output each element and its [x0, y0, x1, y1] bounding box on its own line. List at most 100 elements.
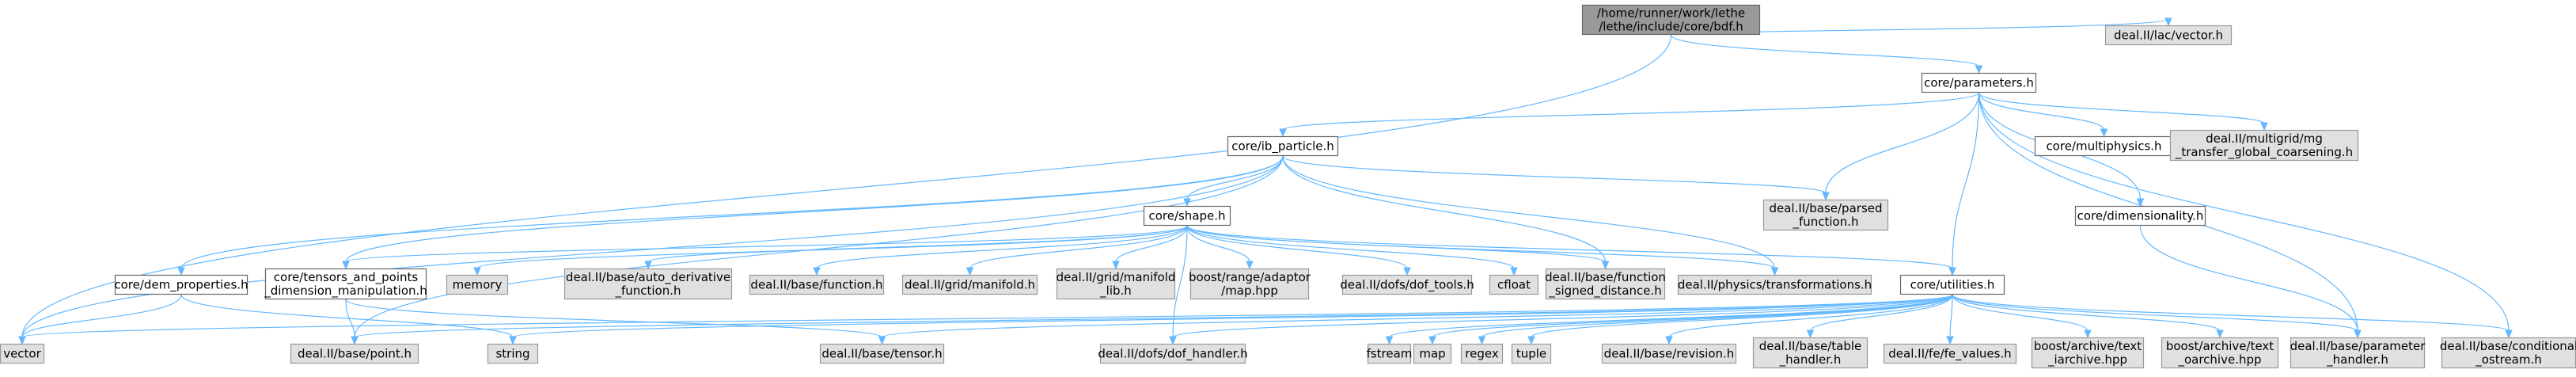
node-manifold-lib: deal.II/grid/manifold_lib.h	[1057, 268, 1175, 300]
node-box	[290, 343, 419, 364]
edge-utilities-to-fstream	[1388, 294, 1953, 338]
node-auto-derivative: deal.II/base/auto_derivative_function.h	[563, 268, 733, 300]
node-point: deal.II/base/point.h	[290, 343, 419, 364]
node-bdf[interactable]: /home/runner/work/lethe/lethe/include/co…	[1581, 4, 1761, 36]
node-label-line: _transfer_global_coarsening.h	[2175, 145, 2353, 160]
node-map: map	[1413, 343, 1452, 364]
node-box	[1899, 274, 2005, 295]
edge-shape-to-range_adaptor	[1186, 225, 1250, 263]
node-range-adaptor: boost/range/adaptor/map.hpp	[1189, 268, 1311, 300]
node-regex: regex	[1460, 343, 1504, 364]
node-table-handler: deal.II/base/table_handler.h	[1752, 337, 1868, 369]
node-box	[1413, 343, 1452, 364]
edge-arrowhead-utilities-to-tensor	[878, 336, 886, 345]
edge-dem_properties-to-string	[180, 294, 514, 338]
node-dem-properties[interactable]: core/dem_properties.h	[114, 274, 248, 295]
edge-parameters-to-utilities	[1952, 92, 1980, 269]
edge-arrowhead-parameters-to-dimensionality	[2136, 198, 2145, 208]
edge-arrowhead-shape-to-range_adaptor	[1246, 261, 1254, 270]
edge-utilities-to-point	[354, 294, 1953, 338]
node-cfloat: cfloat	[1489, 274, 1539, 295]
node-label-line: core/multiphysics.h	[2046, 139, 2161, 154]
edge-shape-to-memory	[476, 225, 1188, 269]
edge-shape-to-tensors_points	[345, 225, 1188, 263]
node-label-line: core/parameters.h	[1924, 76, 2034, 90]
node-box	[1489, 274, 1539, 295]
node-dof-handler: deal.II/dofs/dof_handler.h	[1098, 343, 1248, 364]
node-tensor: deal.II/base/tensor.h	[819, 343, 945, 364]
node-box	[2074, 205, 2206, 227]
node-box	[1099, 343, 1246, 364]
edge-utilities-to-text_oarchive	[1952, 294, 2221, 332]
node-box	[563, 268, 733, 300]
node-box	[446, 274, 509, 295]
edge-shape-to-manifold_lib	[1115, 225, 1188, 263]
edge-arrowhead-shape-to-cfloat	[1510, 267, 1518, 276]
node-base-function: deal.II/base/function.h	[749, 274, 885, 295]
edge-ib_particle-to-transformations	[1282, 155, 1776, 269]
edge-dimensionality-to-parameter_handler	[2139, 225, 2358, 332]
node-label-line: deal.II/dofs/dof_handler.h	[1098, 347, 1247, 362]
node-parsed-function: deal.II/base/parsed_function.h	[1762, 199, 1889, 231]
node-label-line: boost/archive/text	[2034, 339, 2142, 353]
edge-ib_particle-to-parsed_function	[1282, 155, 1827, 194]
edge-arrowhead-utilities-to-regex	[1478, 336, 1486, 345]
edge-arrowhead-utilities-to-map	[1428, 336, 1436, 345]
edge-arrowhead-utilities-to-table_handler	[1806, 329, 1815, 339]
node-box	[1883, 343, 2017, 364]
node-label-line: deal.II/base/auto_derivative	[566, 270, 730, 285]
edge-arrowhead-utilities-to-tuple	[1527, 336, 1535, 345]
node-multiphysics[interactable]: core/multiphysics.h	[2034, 135, 2174, 157]
edge-arrowhead-shape-to-signed_distance	[1601, 261, 1610, 270]
node-parameters[interactable]: core/parameters.h	[1921, 72, 2037, 93]
edge-utilities-to-revision	[1668, 294, 1953, 338]
node-memory: memory	[446, 274, 509, 295]
edge-bdf-to-parameters	[1670, 34, 1980, 67]
edge-shape-to-dof_tools	[1186, 225, 1408, 269]
node-box	[2034, 135, 2174, 157]
node-ib-particle[interactable]: core/ib_particle.h	[1227, 135, 1339, 157]
edge-utilities-to-parameter_handler	[1952, 294, 2358, 332]
node-label-line: _handler.h	[2326, 352, 2388, 367]
node-utilities[interactable]: core/utilities.h	[1899, 274, 2005, 295]
edge-arrowhead-shape-to-auto_derivative	[644, 261, 652, 270]
edge-ib_particle-to-shape	[1186, 155, 1284, 200]
node-label-line: cfloat	[1497, 278, 1531, 292]
edge-parameters-to-conditional_ostream	[1978, 92, 2510, 332]
node-box	[1227, 135, 1339, 157]
node-label-line: deal.II/dofs/dof_tools.h	[1340, 278, 1474, 293]
node-text-iarchive: boost/archive/text_iarchive.hpp	[2031, 337, 2145, 369]
node-label-line: _function.h	[614, 284, 681, 299]
edge-arrowhead-ib_particle-to-dem_properties	[177, 267, 185, 276]
edge-parameters-to-mg_transfer	[1978, 92, 2265, 124]
edge-arrowhead-utilities-to-conditional_ostream	[2505, 329, 2513, 339]
node-shape[interactable]: core/shape.h	[1143, 205, 1231, 227]
node-dimensionality[interactable]: core/dimensionality.h	[2074, 205, 2206, 227]
node-label-line: deal.II/physics/transformations.h	[1678, 278, 1872, 292]
node-label-line: core/utilities.h	[1910, 278, 1995, 292]
node-revision: deal.II/base/revision.h	[1601, 343, 1737, 364]
node-string: string	[487, 343, 539, 364]
node-box	[2104, 25, 2233, 46]
node-label-line: _signed_distance.h	[1548, 284, 1662, 299]
node-label-line: memory	[453, 278, 503, 292]
node-fstream: fstream	[1367, 343, 1412, 364]
edge-arrowhead-shape-to-dof_tools	[1403, 267, 1411, 276]
node-label-line: deal.II/base/parameter	[2290, 339, 2426, 353]
node-label-line: deal.II/base/function.h	[750, 278, 882, 292]
edge-arrowhead-shape-to-utilities	[1948, 267, 1956, 276]
node-signed-distance: deal.II/base/function_signed_distance.h	[1545, 268, 1666, 300]
edge-arrowhead-bdf-to-lac_vector	[2164, 17, 2172, 27]
node-label-line: deal.II/grid/manifold.h	[905, 278, 1035, 292]
node-dof-tools: deal.II/dofs/dof_tools.h	[1340, 274, 1474, 295]
node-label-line: _handler.h	[1779, 352, 1842, 367]
edge-arrowhead-utilities-to-fe_values	[1946, 336, 1954, 345]
node-tensors-points[interactable]: core/tensors_and_points_dimension_manipu…	[264, 268, 427, 300]
node-box	[264, 268, 427, 300]
edge-shape-to-dof_handler	[1172, 225, 1188, 338]
node-label-line: boost/archive/text	[2166, 339, 2274, 353]
edge-arrowhead-shape-to-memory	[473, 267, 481, 276]
node-label-line: core/dimensionality.h	[2077, 209, 2204, 223]
node-label-line: _oarchive.hpp	[2177, 352, 2261, 367]
edge-shape-to-cfloat	[1186, 225, 1515, 269]
